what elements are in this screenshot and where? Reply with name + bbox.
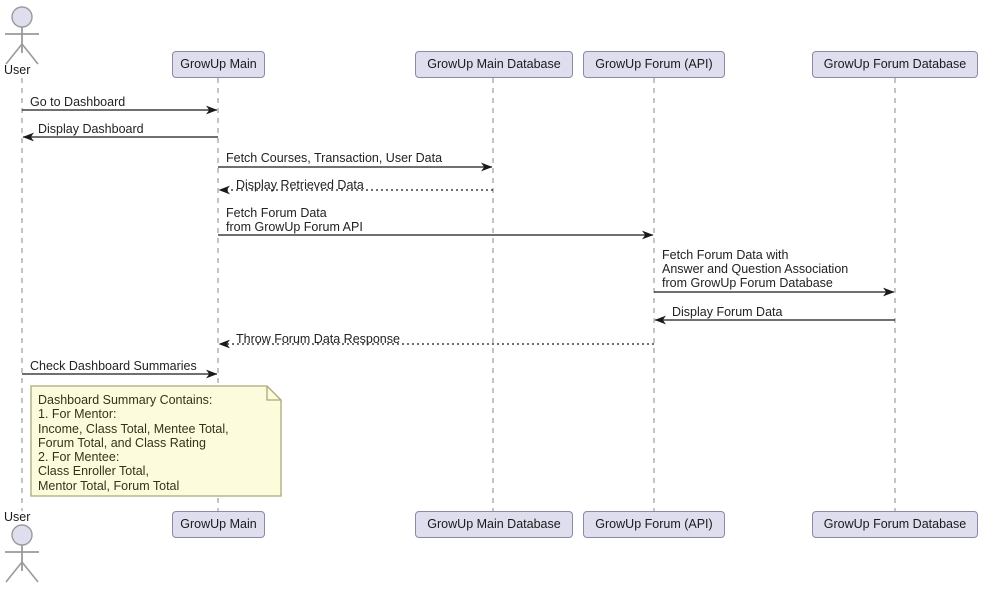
note-shape-group <box>30 385 282 497</box>
actor-leg-left-top <box>5 43 23 65</box>
message-label-check-dashboard-summaries: Check Dashboard Summaries <box>30 359 197 373</box>
participant-label: GrowUp Main <box>180 57 257 72</box>
actor-label-bottom: User <box>4 510 31 524</box>
message-arrows-group <box>22 105 895 379</box>
message-label-fetch-forum-data-with-association: Fetch Forum Data with Answer and Questio… <box>662 248 849 290</box>
message-label-display-forum-data: Display Forum Data <box>672 305 783 319</box>
participant-footer-growup-forum-api[interactable]: GrowUp Forum (API) <box>583 511 725 538</box>
message-label-fetch-courses-transaction-user-data: Fetch Courses, Transaction, User Data <box>226 151 443 165</box>
message-label-display-dashboard: Display Dashboard <box>38 122 144 136</box>
message-label-throw-forum-data-response: Throw Forum Data Response <box>236 332 400 346</box>
actor-label-top: User <box>4 63 31 77</box>
note-text: Dashboard Summary Contains: 1. For Mento… <box>38 393 229 493</box>
participant-header-growup-forum-database[interactable]: GrowUp Forum Database <box>812 51 978 78</box>
actor-leg-right-top <box>21 43 39 65</box>
participant-header-growup-main[interactable]: GrowUp Main <box>172 51 265 78</box>
participant-footer-growup-forum-database[interactable]: GrowUp Forum Database <box>812 511 978 538</box>
actor-figures-group <box>5 6 39 583</box>
participant-label: GrowUp Forum (API) <box>595 517 713 532</box>
note-body <box>30 385 282 497</box>
message-label-fetch-forum-data-from-api: Fetch Forum Data from GrowUp Forum API <box>226 206 363 234</box>
actor-head-bottom <box>11 524 33 546</box>
participant-label: GrowUp Main Database <box>427 517 561 532</box>
participant-header-growup-main-database[interactable]: GrowUp Main Database <box>415 51 573 78</box>
actor-figure-top <box>5 6 39 65</box>
participant-label: GrowUp Forum Database <box>823 57 967 72</box>
participant-footer-growup-main-database[interactable]: GrowUp Main Database <box>415 511 573 538</box>
participant-label: GrowUp Main <box>180 517 257 532</box>
message-label-go-to-dashboard: Go to Dashboard <box>30 95 126 109</box>
actor-leg-left-bottom <box>5 561 23 583</box>
note-fold-corner <box>266 386 281 401</box>
actor-leg-right-bottom <box>21 561 39 583</box>
message-label-display-retrieved-data: Display Retrieved Data <box>236 178 364 192</box>
participant-label: GrowUp Main Database <box>427 57 561 72</box>
participant-label: GrowUp Forum (API) <box>595 57 713 72</box>
actor-figure-bottom <box>5 524 39 583</box>
participant-label: GrowUp Forum Database <box>823 517 967 532</box>
actor-head-top <box>11 6 33 28</box>
participant-header-growup-forum-api[interactable]: GrowUp Forum (API) <box>583 51 725 78</box>
participant-footer-growup-main[interactable]: GrowUp Main <box>172 511 265 538</box>
